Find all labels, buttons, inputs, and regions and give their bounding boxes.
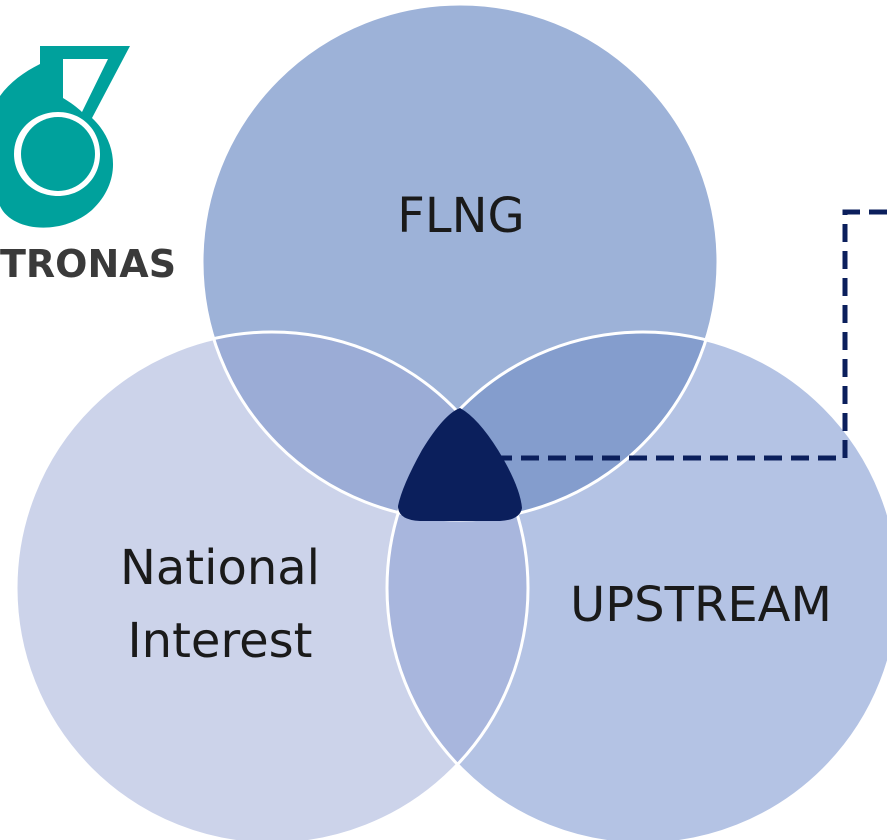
overlap-flng-upstream	[387, 332, 718, 520]
logo-text: TRONAS	[0, 242, 176, 286]
dashed-connector	[494, 209, 887, 461]
center-intersection	[398, 408, 522, 521]
label-interest: Interest	[128, 613, 313, 669]
label-flng: FLNG	[397, 188, 524, 244]
label-upstream: UPSTREAM	[570, 577, 832, 633]
logo-drop-icon	[0, 46, 130, 228]
overlap-flng-national	[202, 332, 528, 520]
label-national: National	[120, 540, 320, 596]
company-logo: TRONAS	[0, 46, 176, 286]
